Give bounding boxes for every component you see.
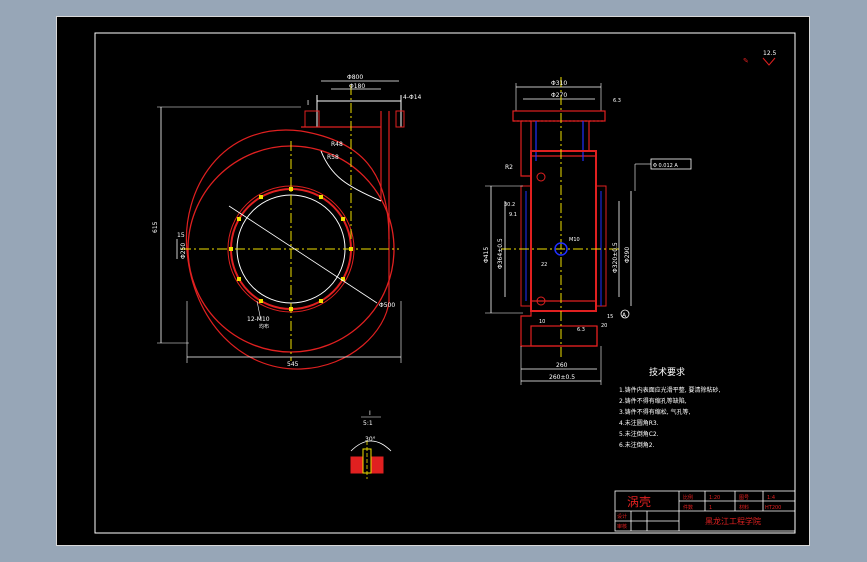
tb-cell: 1:4 [767, 495, 775, 501]
dim-m10: M10 [569, 237, 580, 243]
dim-r48: R48 [331, 141, 343, 148]
datum-label: A [622, 312, 627, 319]
detail-view: I 5:1 30° [350, 410, 392, 479]
tolerance-frame: Φ 0.012 A [653, 163, 678, 169]
tb-cell: 件数 [683, 504, 693, 511]
side-view: Φ310 Φ270 6.3 R2 30.2 9.1 Φ 0.012 A Φ415… [483, 77, 692, 385]
tech-req-item: 6.未注倒角2. [619, 441, 655, 449]
volute-outer-spiral [185, 129, 390, 370]
tb-cell: 图号 [739, 495, 749, 501]
bolt-sub: 均布 [259, 323, 269, 330]
dim-hole-note: 4-Φ14 [403, 94, 422, 101]
dim-outer-dia: Φ500 [379, 302, 395, 309]
front-view: Φ800 Φ180 4-Φ14 I R48 R58 615 15 Φ250 12… [152, 74, 422, 370]
detail-scale: 5:1 [363, 420, 373, 427]
tech-req-item: 2.铸件不得有缩孔等缺陷, [619, 397, 687, 405]
title-block [614, 490, 796, 532]
dim-r15: 15 [607, 314, 613, 320]
dim-h415: Φ415 [483, 247, 490, 263]
dim-22: 22 [541, 262, 547, 268]
roughness-b: 6.3 [577, 327, 585, 333]
flange-label: I [307, 99, 309, 107]
dim-r20: 20 [601, 323, 607, 329]
dim-h364: Φ364±0.5 [497, 238, 504, 269]
tb-cell: HT200 [765, 505, 781, 511]
dim-r10: 10 [539, 319, 545, 325]
dim-height: 615 [152, 221, 159, 233]
school-name: 黑龙江工程学院 [705, 516, 761, 526]
part-name: 涡壳 [627, 495, 651, 509]
cad-drawing: Φ800 Φ180 4-Φ14 I R48 R58 615 15 Φ250 12… [94, 32, 796, 534]
dim-left-15: 15 [177, 232, 185, 239]
tech-requirements: 技术要求 1.铸件内表面应光滑平整, 要清除粘砂, 2.铸件不得有缩孔等缺陷, … [619, 366, 721, 449]
designer-label: 设计 [617, 513, 627, 520]
tb-cell: 比例 [683, 494, 693, 501]
tech-req-item: 1.铸件内表面应光滑平整, 要清除粘砂, [619, 386, 721, 394]
corner-mark-value: 12.5 [763, 50, 777, 57]
roughness-top: 6.3 [613, 98, 621, 104]
detail-angle: 30° [365, 436, 376, 443]
tech-req-item: 5.未注倒角C2. [619, 430, 659, 438]
dim-b260a: 260 [556, 362, 568, 369]
checker-label: 审核 [617, 523, 627, 530]
tech-req-item: 4.未注圆角R3. [619, 419, 659, 427]
tech-req-item: 3.铸件不得有缩松, 气孔等, [619, 408, 691, 416]
corner-mark: 12.5 ✎ [743, 50, 777, 66]
corner-mark-prefix: ✎ [743, 57, 749, 65]
tb-cell: 材料 [739, 504, 749, 511]
dim-r2: R2 [505, 164, 513, 171]
dim-outlet-inner: Φ180 [349, 83, 365, 90]
drawing-sheet: Φ800 Φ180 4-Φ14 I R48 R58 615 15 Φ250 12… [56, 16, 810, 546]
dim-top-310: Φ310 [551, 80, 567, 87]
tb-cell: 1:20 [709, 495, 720, 501]
detail-label: I [369, 410, 371, 417]
dim-top-270: Φ270 [551, 92, 567, 99]
dim-left-250: Φ250 [180, 243, 187, 259]
dim-30: 30.2 [504, 202, 515, 208]
inner-border [94, 32, 796, 534]
dim-width: 545 [287, 361, 299, 368]
dim-outlet-width: Φ800 [347, 74, 363, 81]
bolt-note: 12-M10 [247, 316, 270, 323]
tech-req-title: 技术要求 [649, 366, 685, 378]
tb-cell: 1 [709, 505, 712, 511]
dim-r58: R58 [327, 154, 339, 161]
dim-b260b: 260±0.5 [549, 374, 575, 381]
dim-v290: Φ290 [624, 247, 631, 263]
dim-v320: Φ320±0.5 [612, 242, 619, 273]
dim-9: 9.1 [509, 212, 517, 218]
